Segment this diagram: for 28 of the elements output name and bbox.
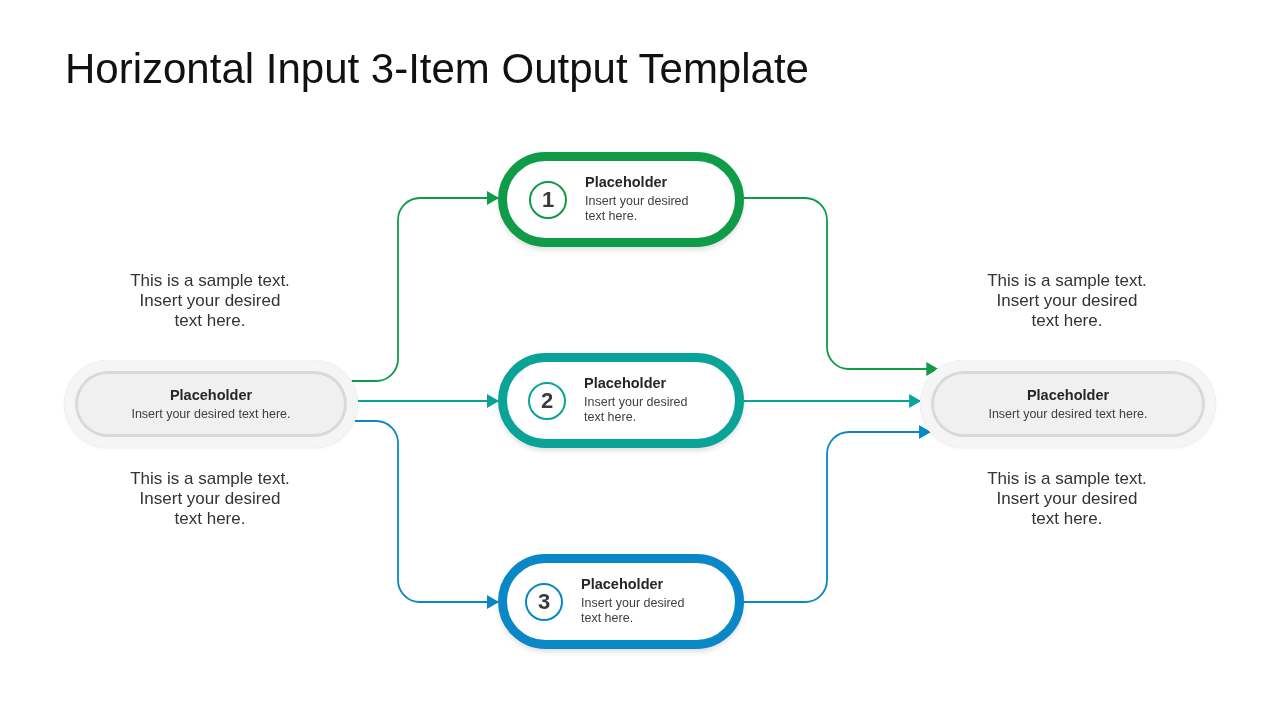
pill-description: Insert your desired text here. [585,194,690,224]
sample-text: This is a sample text. Insert your desired text here. [129,469,291,529]
connector-arrow [353,420,499,609]
step-number: 1 [541,188,555,212]
connector-arrow [743,425,932,603]
connector-arrow [357,394,499,408]
pill-title: Placeholder [585,173,668,191]
pill-description: Insert your desired text here. [131,407,291,422]
diagram-title: Horizontal Input 3-Item Output Template [65,44,809,94]
sample-text: This is a sample text. Insert your desired text here. [986,271,1148,331]
output-pill [920,360,1216,448]
pill-description: Insert your desired text here. [584,395,689,425]
sample-text: This is a sample text. Insert your desired text here. [986,469,1148,529]
pill-description: Insert your desired text here. [988,407,1148,422]
step-number: 2 [540,389,554,413]
number-circle [529,181,567,219]
connector-arrow [743,197,939,376]
number-circle [528,382,566,420]
pill-title: Placeholder [1026,386,1110,404]
pill-title: Placeholder [581,575,664,593]
step-number: 3 [537,590,551,614]
pill-description: Insert your desired text here. [581,596,686,626]
pill-title: Placeholder [584,374,667,392]
pill-title: Placeholder [169,386,253,404]
connector-arrow [743,394,922,408]
sample-text: This is a sample text. Insert your desired text here. [129,271,291,331]
number-circle [525,583,563,621]
connector-arrow [350,191,499,382]
